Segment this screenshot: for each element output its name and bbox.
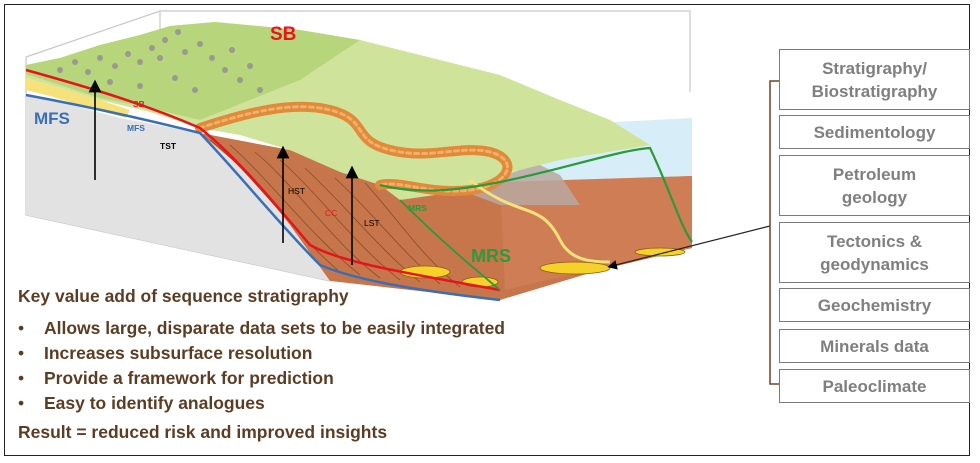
data-type-box: Tectonics & geodynamics xyxy=(779,222,970,283)
bullet-glyph: • xyxy=(18,393,25,413)
list-item: • Increases subsurface resolution xyxy=(18,341,618,366)
tree-cluster xyxy=(57,29,263,93)
data-type-box: Petroleum geology xyxy=(779,155,970,216)
label-cc: CC xyxy=(325,208,337,218)
label-mrs-small: MRS xyxy=(408,203,427,213)
data-type-box: Minerals data xyxy=(779,329,970,363)
label-lst: LST xyxy=(364,218,380,228)
list-item: • Allows large, disparate data sets to be… xyxy=(18,316,618,341)
arrow-to-block xyxy=(607,225,771,270)
data-type-box: Geochemistry xyxy=(779,288,970,322)
max-regressive-surface-line xyxy=(379,146,693,243)
sequence-boundary-line xyxy=(25,68,501,292)
list-item-text: Allows large, disparate data sets to be … xyxy=(44,318,505,338)
data-type-box: Stratigraphy/ Biostratigraphy xyxy=(779,49,970,110)
list-item: • Provide a framework for prediction xyxy=(18,366,618,391)
coastal-sand xyxy=(26,78,130,118)
label-sb-top: SB xyxy=(270,24,296,45)
list-item: • Easy to identify analogues xyxy=(18,391,618,416)
label-mrs-big: MRS xyxy=(471,246,511,266)
slope-channel xyxy=(469,178,611,264)
bullet-glyph: • xyxy=(18,343,25,363)
bullet-glyph: • xyxy=(18,318,25,338)
label-mfs-big: MFS xyxy=(34,109,70,128)
river-channel-inner xyxy=(198,105,509,193)
bullet-glyph: • xyxy=(18,368,25,388)
summary-list: • Allows large, disparate data sets to be… xyxy=(18,316,618,416)
label-sb-small: SB xyxy=(133,99,145,109)
data-type-box: Paleoclimate xyxy=(779,369,970,403)
max-flooding-surface-line xyxy=(25,93,501,302)
mrs-slope-line xyxy=(399,199,501,291)
basement-block xyxy=(26,95,330,281)
summary-heading: Key value add of sequence stratigraphy xyxy=(18,286,349,306)
label-mfs-small: MFS xyxy=(127,123,145,133)
data-types-bracket xyxy=(769,80,779,385)
list-item-text: Easy to identify analogues xyxy=(44,393,265,413)
summary-panel: Key value add of sequence stratigraphy •… xyxy=(18,286,618,443)
list-item-text: Increases subsurface resolution xyxy=(44,343,313,363)
label-tst: TST xyxy=(160,141,177,151)
summary-result: Result = reduced risk and improved insig… xyxy=(18,422,388,442)
label-hst: HST xyxy=(288,186,305,196)
list-item-text: Provide a framework for prediction xyxy=(44,368,334,388)
data-type-box: Sedimentology xyxy=(779,115,970,149)
